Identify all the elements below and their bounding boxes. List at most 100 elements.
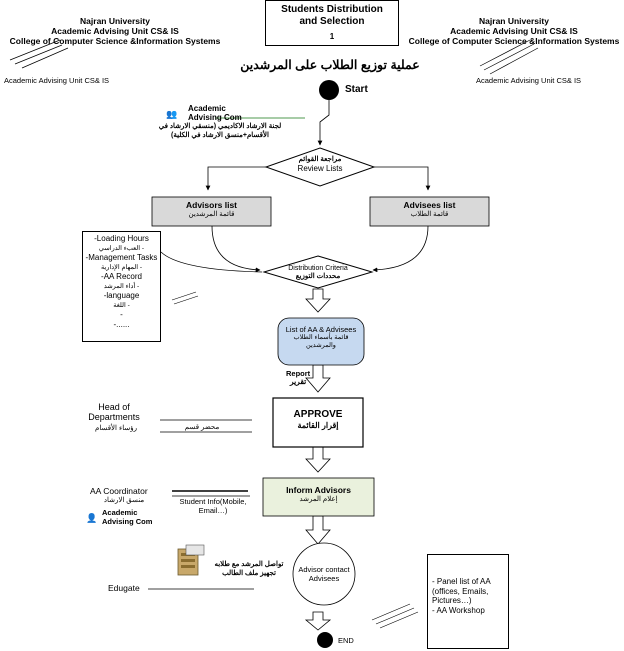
block-arrow-1 [305,288,331,313]
report-ar: تقرير [289,377,307,386]
advisors-list-box [151,196,272,227]
header-left-university: Najran University [80,16,150,26]
list-aa-ar: قائمة بأسماء الطلاب والمرشدين [293,334,349,349]
head-dept-minutes: محضر قسم [184,424,220,431]
header-right: Najran University Academic Advising Unit… [405,16,623,46]
approve-box [272,397,364,448]
criteria-list-connector [160,251,263,273]
title-box: Students Distribution and Selection 1 [265,0,399,46]
report-label: Report تقرير [286,370,310,386]
committee-ar-line-2: الأقسام+منسق الارشاد في الكلية) [171,132,269,139]
panel-item-1: - Panel list of AA (offices, Emails, Pic… [432,577,491,605]
distribution-en: Distribution Criteria [288,265,348,272]
review-text: مراجعة القوائم Review Lists [280,155,360,173]
approve-en: APPROVE [293,409,343,420]
panel-item-2: - AA Workshop [432,605,485,615]
advisors-list-ar: قائمة المرشدين [188,211,235,218]
advisees-list-box [369,196,490,227]
decor-right-strokes [479,39,539,75]
advisees-list-ar: قائمة الطلاب [410,211,449,218]
advisors-list-en: Advisors list [185,200,238,210]
contact-ar-line-1: تواصل المرشد مع طلابه [214,561,284,568]
end-label: END [338,636,354,645]
edugate-label: Edugate [108,583,140,593]
criteria-item-en: -AA Record [101,272,142,281]
review-en: Review Lists [297,164,343,173]
head-dept-ar: رؤساء الأقسام [95,425,137,432]
report-en: Report [286,369,311,378]
advisor-contact-circle [292,542,356,606]
header-right-college: College of Computer Science &Information… [408,36,620,46]
start-label: Start [345,84,368,95]
criteria-list-box: -Loading Hours - العبء الدراسي -Manageme… [82,231,161,342]
advisor-contact-text: Advisor contact Advisees [298,565,350,583]
inform-ar: إعلام المرشد [299,496,338,503]
end-circle [317,632,333,648]
server-icon [177,544,205,576]
advisors-to-criteria-connector [211,225,261,273]
criteria-tail-1: - [120,310,123,319]
approve-ar: إقرار القائمة [297,421,339,430]
title-line-2: and Selection [299,16,365,27]
coordinator-committee-block: 👤 [86,508,97,526]
committee-name: Academic Advising Com [188,104,242,122]
criteria-item-en: -Management Tasks [85,253,158,262]
criteria-item-ar: - المهام الإدارية [101,263,142,271]
aa-coordinator-ar: منسق الارشاد [103,497,145,504]
header-left-watermark: Academic Advising Unit CS& IS [4,76,110,85]
distribution-ar: محددات التوزيع [295,273,341,280]
committee-block: 👥 Academic Advising Com [166,104,242,122]
review-ar: مراجعة القوائم [298,156,342,163]
inform-text: Inform Advisors إعلام المرشد [263,486,374,504]
review-diamond [264,147,376,187]
student-info: Student Info(Mobile, Email…) [179,497,247,515]
inform-box [262,477,375,517]
panel-connector [371,603,419,629]
header-left-college: College of Computer Science &Information… [9,36,221,46]
people-icon: 👥 [166,109,177,119]
coordinator-committee: Academic Advising Com [102,508,153,526]
header-right-unit: Academic Advising Unit CS& IS [450,26,578,36]
title-number: 1 [329,32,335,41]
block-arrow-2 [305,364,331,393]
approve-text: APPROVE إقرار القائمة [273,409,363,430]
criteria-item-ar: - اللغة [113,301,130,309]
block-arrow-3 [305,446,331,473]
review-to-advisors-connector [205,166,266,191]
review-to-advisees-connector [374,166,431,191]
header-left-unit: Academic Advising Unit CS& IS [51,26,179,36]
criteria-item-ar: - العبء الدراسي [98,244,145,252]
criteria-item-en: -Loading Hours [94,234,149,243]
advisees-to-criteria-connector [372,225,429,273]
list-aa-text: List of AA & Advisees قائمة بأسماء الطلا… [280,325,362,350]
distribution-diamond [262,255,374,289]
header-right-university: Najran University [479,16,549,26]
block-arrow-5 [304,611,332,631]
criteria-item-en: -language [103,291,140,300]
criteria-item-ar: - أداء المرشد [103,282,140,290]
panel-box: - Panel list of AA (offices, Emails, Pic… [427,554,509,649]
inform-en: Inform Advisors [286,485,351,495]
criteria-decor-strokes [171,291,199,305]
advisees-list-en: Advisees list [403,200,456,210]
list-aa-box [277,317,365,366]
contact-ar-line-2: تجهيز ملف الطالب [222,570,276,577]
decor-left-strokes [9,39,69,69]
title-line-1: Students Distribution [281,4,383,15]
list-aa-en: List of AA & Advisees [285,325,357,334]
block-arrow-4 [305,515,331,545]
contact-ar: تواصل المرشد مع طلابه تجهيز ملف الطالب [207,560,291,578]
committee-arabic: لجنة الارشاد الاكاديمي (منسقي الارشاد في… [140,122,300,140]
header-left: Najran University Academic Advising Unit… [0,16,230,46]
criteria-tail-2: -...... [113,319,130,329]
advisors-list-text: Advisors list قائمة المرشدين [152,201,271,219]
header-right-watermark: Academic Advising Unit CS& IS [476,76,582,85]
committee-ar-line-1: لجنة الارشاد الاكاديمي (منسقي الارشاد في [158,123,282,130]
start-circle [319,80,339,100]
advisees-list-text: Advisees list قائمة الطلاب [370,201,489,219]
distribution-text: Distribution Criteria محددات التوزيع [270,265,366,281]
head-dept-en: Head of Departments [88,402,140,422]
people-icon: 👤 [86,513,97,523]
start-to-review-connector [317,100,330,146]
